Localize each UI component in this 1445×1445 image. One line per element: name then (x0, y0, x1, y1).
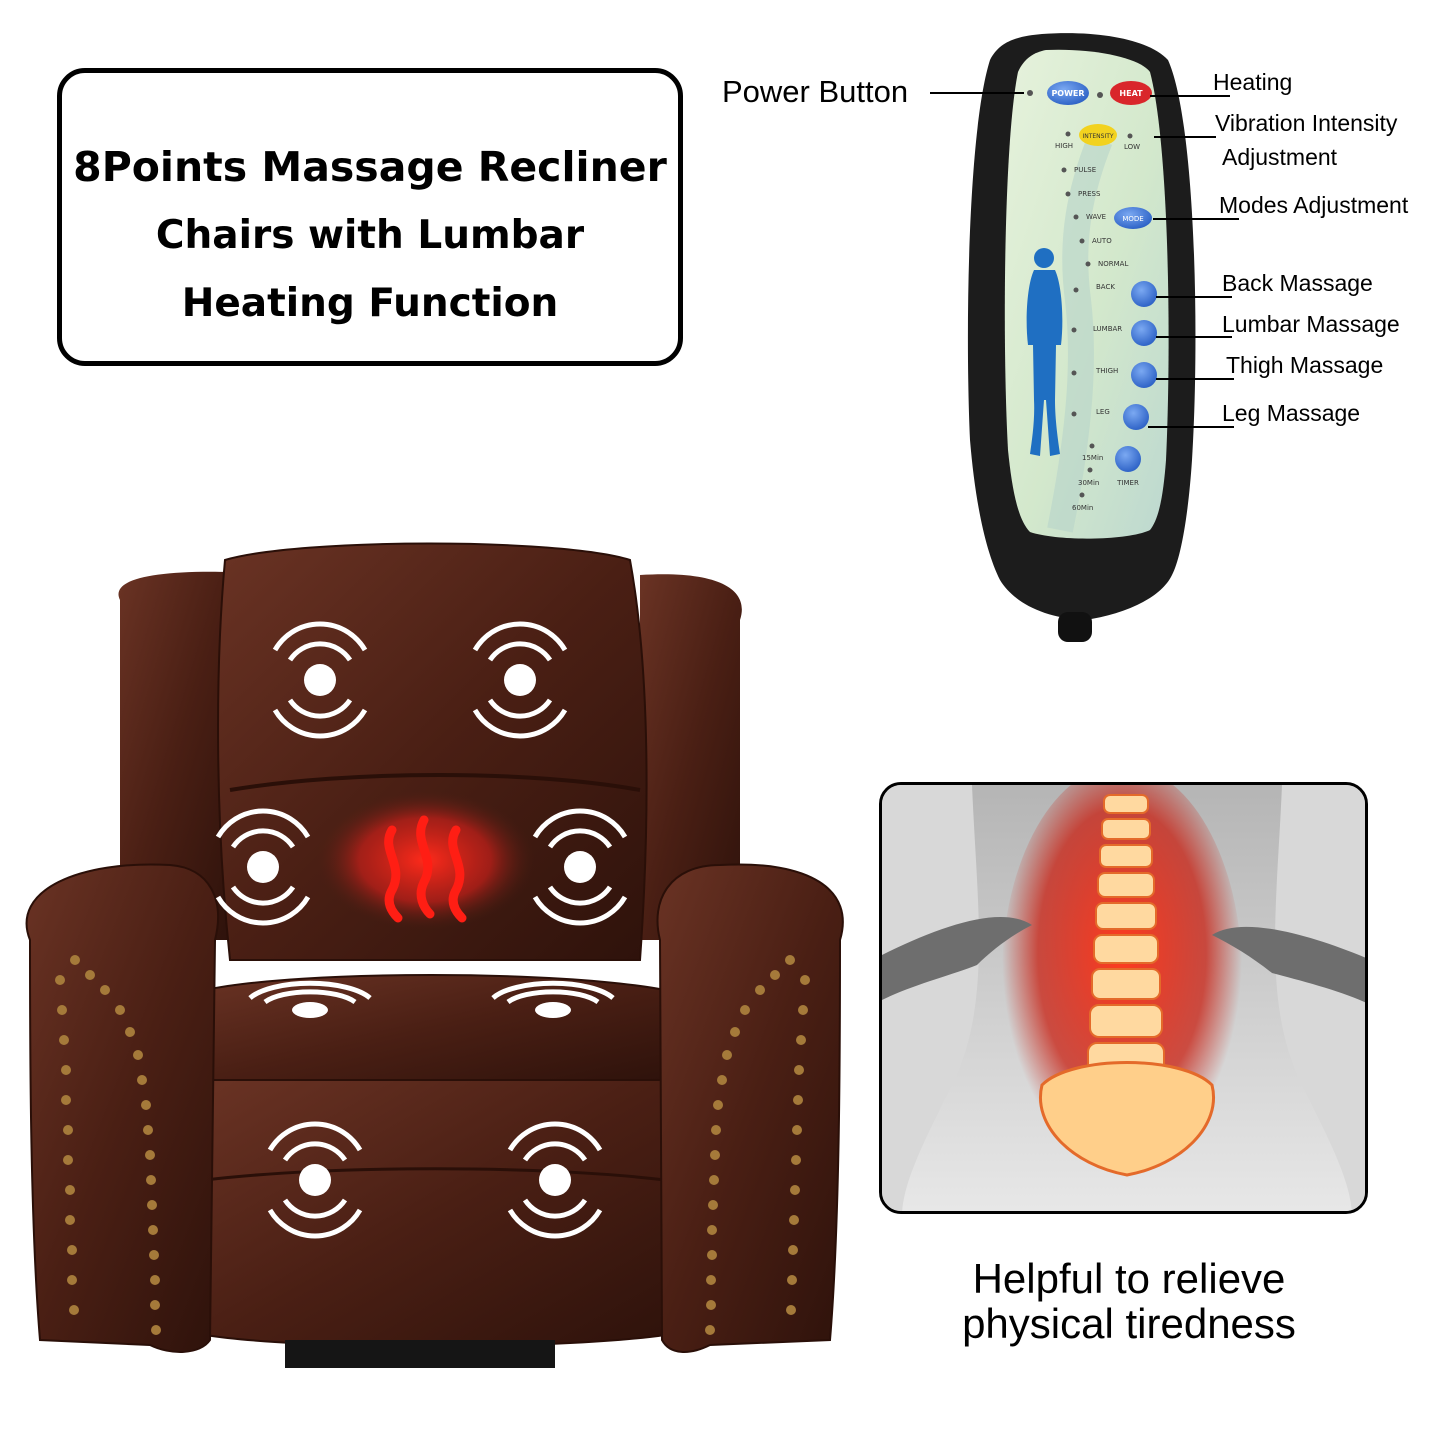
svg-text:WAVE: WAVE (1086, 213, 1106, 221)
callout-back: Back Massage (1222, 270, 1373, 296)
caption-line-1: Helpful to relieve (972, 1255, 1286, 1302)
svg-text:PRESS: PRESS (1078, 190, 1101, 198)
title-line-3: Heating Function (181, 281, 559, 326)
massage-point-icon (248, 980, 372, 1018)
leader-lumbar (1156, 336, 1232, 338)
leader-modes (1153, 218, 1239, 220)
massage-point-icon (491, 980, 615, 1018)
svg-text:LUMBAR: LUMBAR (1093, 325, 1122, 333)
zone-list: BACK LUMBAR THIGH LEG (1071, 283, 1122, 417)
title-line-2: Chairs with Lumbar (155, 213, 585, 258)
callout-lumbar: Lumbar Massage (1222, 311, 1400, 337)
callout-modes: Modes Adjustment (1219, 192, 1409, 218)
leader-heating (1150, 95, 1230, 97)
callout-thigh: Thigh Massage (1226, 352, 1384, 378)
leader-power (930, 92, 1024, 94)
svg-text:LOW: LOW (1124, 143, 1140, 151)
recliner-chair-illustration (25, 542, 844, 1368)
massage-point-icon (532, 808, 628, 926)
svg-text:TIMER: TIMER (1116, 479, 1139, 487)
svg-text:POWER: POWER (1051, 89, 1084, 98)
heat-waves-icon (384, 815, 467, 923)
title-line-1: 8Points Massage Recliner (73, 143, 667, 191)
caption: Helpful to relieve physical tiredness (880, 1256, 1378, 1346)
leg-button-icon (1123, 404, 1149, 430)
svg-text:NORMAL: NORMAL (1098, 260, 1128, 268)
svg-text:HIGH: HIGH (1055, 142, 1073, 150)
massage-point-icon (272, 621, 368, 739)
callout-leg: Leg Massage (1222, 400, 1361, 426)
spine-illustration (882, 785, 1365, 1211)
svg-text:HEAT: HEAT (1119, 89, 1143, 98)
mode-list: PULSE PRESS WAVE AUTO NORMAL (1061, 166, 1128, 268)
intensity-button-icon (1079, 124, 1117, 146)
svg-text:AUTO: AUTO (1092, 237, 1112, 245)
massage-point-icon (472, 621, 568, 739)
timer-button-icon (1115, 446, 1141, 472)
thigh-button-icon (1131, 362, 1157, 388)
massage-point-icon (267, 1121, 363, 1239)
leader-vibration (1154, 136, 1216, 138)
svg-text:INTENSITY: INTENSITY (1082, 133, 1113, 140)
svg-text:LEG: LEG (1096, 408, 1110, 416)
leader-leg (1148, 426, 1234, 428)
svg-text:PULSE: PULSE (1074, 166, 1096, 174)
svg-text:THIGH: THIGH (1095, 367, 1118, 375)
back-button-icon (1131, 281, 1157, 307)
spine-illustration-box (879, 782, 1368, 1214)
lumbar-button-icon (1131, 320, 1157, 346)
callout-power-button: Power Button (722, 74, 909, 109)
title-box: 8Points Massage Recliner Chairs with Lum… (57, 68, 683, 366)
mode-button-icon (1114, 207, 1152, 229)
svg-text:60Min: 60Min (1072, 504, 1093, 512)
body-silhouette-icon (1026, 248, 1063, 456)
caption-line-2: physical tiredness (962, 1300, 1296, 1347)
leader-thigh (1156, 378, 1234, 380)
callout-vibration-1: Vibration Intensity (1215, 110, 1398, 136)
svg-text:MODE: MODE (1122, 215, 1143, 223)
heat-button-icon (1110, 81, 1152, 105)
svg-text:BACK: BACK (1096, 283, 1115, 291)
svg-text:30Min: 30Min (1078, 479, 1099, 487)
power-button-icon (1047, 81, 1089, 105)
svg-text:15Min: 15Min (1082, 454, 1103, 462)
massage-point-icon (507, 1121, 603, 1239)
nailhead-trim (55, 955, 810, 1335)
massage-point-markers (215, 621, 628, 1239)
callout-heating: Heating (1213, 69, 1293, 95)
callout-vibration-2: Adjustment (1222, 144, 1338, 170)
massage-point-icon (215, 808, 311, 926)
timer-list: 15Min 30Min 60Min (1072, 443, 1103, 512)
leader-back (1156, 296, 1232, 298)
